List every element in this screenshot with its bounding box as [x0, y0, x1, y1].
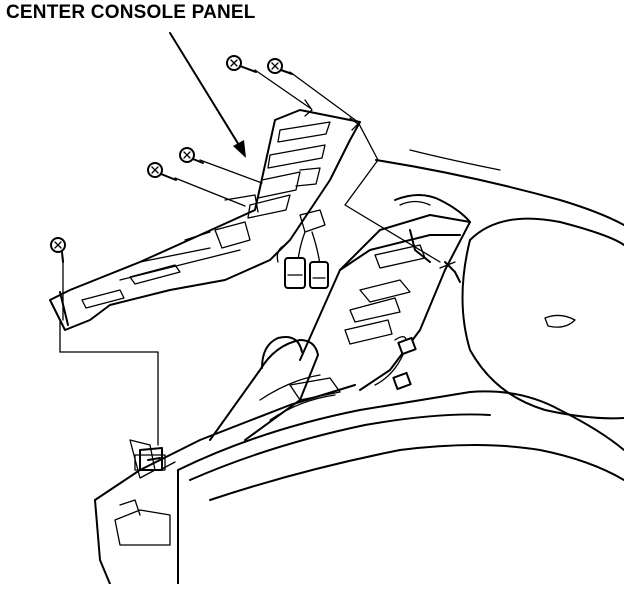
console-body: [94, 384, 624, 585]
connector-right: [309, 261, 329, 289]
connector-left: [284, 257, 306, 289]
screw-leaders: [62, 69, 441, 321]
dashboard: [375, 149, 624, 420]
diagram-title: CENTER CONSOLE PANEL: [6, 2, 256, 23]
screw-4: [179, 147, 204, 164]
screw-3: [147, 162, 177, 181]
console-tunnel: [299, 194, 471, 391]
left-mount-bracket: [59, 321, 163, 471]
shift-boot: [209, 336, 341, 441]
screw-5: [50, 237, 66, 263]
leader-arrow: [169, 32, 246, 158]
screw-2: [267, 58, 293, 75]
wiring-connectors: [276, 209, 329, 289]
center-console-panel: [49, 109, 361, 331]
screw-1: [226, 55, 257, 73]
panel-clips: [304, 99, 359, 131]
